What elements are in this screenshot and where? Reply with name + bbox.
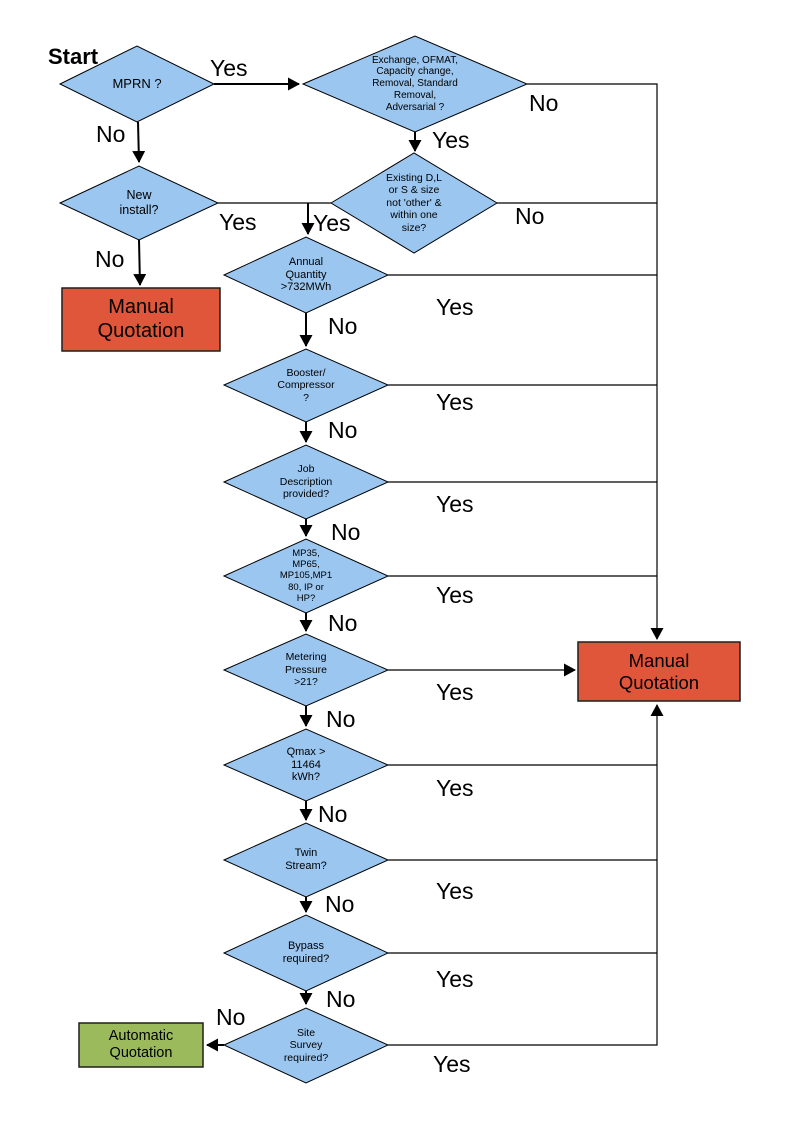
node-booster-diamond: [222, 348, 390, 423]
node-new-install-diamond: [58, 165, 220, 241]
edge-exchange-no-route: [527, 83, 664, 640]
node-bypass-diamond: [222, 914, 390, 992]
node-existing-size-diamond: [330, 152, 498, 254]
node-manual-quotation-right-box: [577, 641, 741, 702]
edge-site-yes-route: [388, 704, 664, 1046]
node-automatic-quotation-box: [78, 1022, 204, 1068]
edge-mprn-no-line: [132, 121, 146, 163]
node-twin-stream-diamond: [222, 822, 390, 898]
edge-newinstall-no-line: [133, 239, 147, 286]
node-site-survey-diamond: [222, 1007, 390, 1084]
node-mp-tier-diamond: [222, 538, 390, 614]
node-annual-quantity-diamond: [222, 236, 390, 314]
node-manual-quotation-left-box: [61, 287, 221, 352]
node-job-description-diamond: [222, 444, 390, 520]
start-label: Start: [48, 44, 99, 69]
node-mprn-diamond: [58, 45, 216, 123]
node-qmax-diamond: [222, 728, 390, 802]
node-exchange-diamond: [301, 35, 529, 133]
node-metering-pressure-diamond: [222, 633, 390, 707]
